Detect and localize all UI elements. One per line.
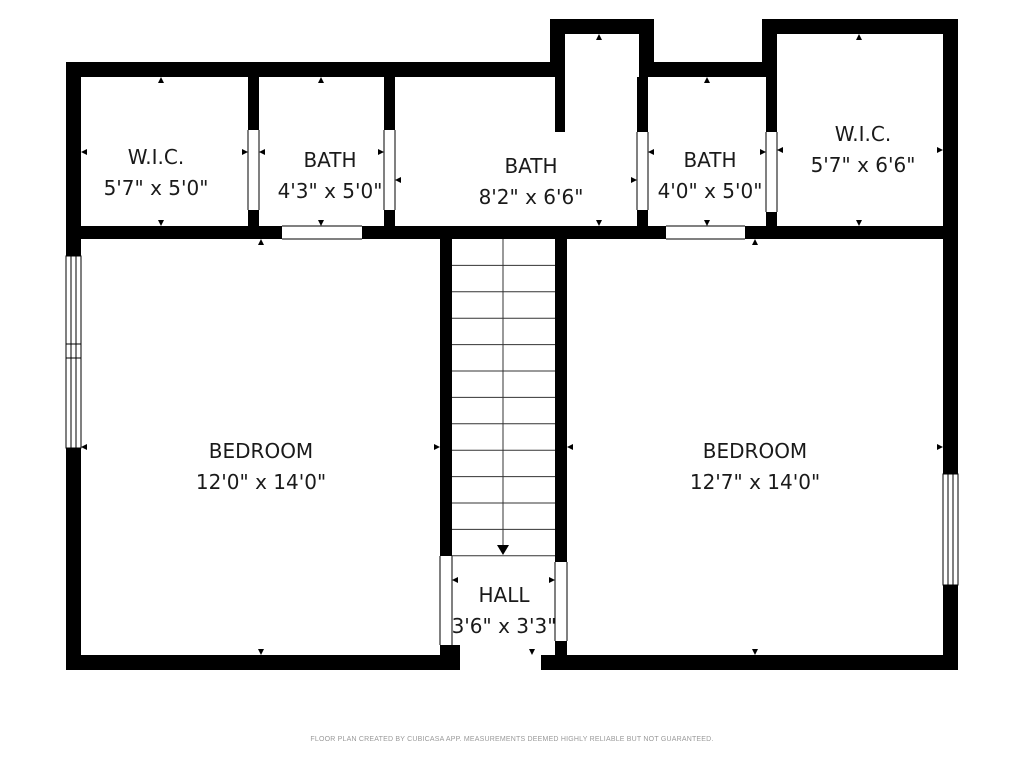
- dim-marker: [752, 649, 758, 655]
- dim-marker: [752, 239, 758, 245]
- dim-marker: [434, 444, 440, 450]
- dim-marker: [529, 649, 535, 655]
- wall-right-lower: [943, 585, 958, 670]
- room-name-bath-2: BATH: [504, 154, 557, 178]
- room-dims-hall: 3'6" x 3'3": [452, 614, 557, 638]
- wall-bottom-left: [66, 655, 460, 670]
- wall-stair-left-foot: [440, 645, 460, 670]
- window-right: [942, 473, 959, 586]
- dim-marker: [242, 149, 248, 155]
- dim-marker: [158, 220, 164, 226]
- wall-top-left: [66, 62, 560, 77]
- dim-marker: [777, 147, 783, 153]
- room-dims-bedroom-right: 12'7" x 14'0": [690, 470, 820, 494]
- room-name-bedroom-left: BEDROOM: [209, 439, 313, 463]
- wall-mid-3: [745, 226, 958, 239]
- dim-marker: [81, 444, 87, 450]
- wall-stair-right: [555, 239, 567, 562]
- wall-left-upper: [66, 62, 81, 256]
- wall-mid-1: [66, 226, 282, 239]
- dim-marker: [258, 649, 264, 655]
- room-dims-wic-right: 5'7" x 6'6": [811, 153, 916, 177]
- room-name-hall: HALL: [478, 583, 530, 607]
- dim-marker: [158, 77, 164, 83]
- wall-top-right: [762, 19, 958, 34]
- dim-marker: [937, 147, 943, 153]
- footer-disclaimer: FLOOR PLAN CREATED BY CUBICASA APP. MEAS…: [310, 736, 714, 743]
- dim-marker: [704, 220, 710, 226]
- room-dims-bedroom-left: 12'0" x 14'0": [196, 470, 326, 494]
- dim-marker: [81, 149, 87, 155]
- windows: [65, 255, 959, 586]
- room-dims-bath-2: 8'2" x 6'6": [479, 185, 584, 209]
- wall-p3a: [555, 77, 565, 132]
- dim-marker: [549, 577, 555, 583]
- staircase: [452, 239, 555, 557]
- wall-p1b: [248, 210, 259, 228]
- room-dims-bath-3: 4'0" x 5'0": [658, 179, 763, 203]
- window-left: [65, 255, 82, 449]
- wall-p1a: [248, 77, 259, 130]
- wall-p4b: [637, 210, 648, 228]
- wall-top-mid-right: [639, 62, 777, 77]
- wall-p4a: [637, 77, 648, 132]
- wall-right-upper: [943, 19, 958, 474]
- dim-marker: [856, 220, 862, 226]
- stair-direction-arrow: [497, 545, 509, 555]
- wall-p5a: [766, 77, 777, 132]
- dim-marker: [856, 34, 862, 40]
- room-dims-wic-left: 5'7" x 5'0": [104, 176, 209, 200]
- dimension-markers: [81, 34, 943, 655]
- dim-marker: [596, 34, 602, 40]
- room-name-wic-left: W.I.C.: [128, 145, 184, 169]
- dim-marker: [318, 220, 324, 226]
- wall-stair-right-foot: [555, 641, 567, 670]
- dim-marker: [259, 149, 265, 155]
- dim-marker: [704, 77, 710, 83]
- wall-p2a: [384, 77, 395, 130]
- dim-marker: [631, 177, 637, 183]
- room-dims-bath-1: 4'3" x 5'0": [278, 179, 383, 203]
- walls: [66, 19, 958, 670]
- wall-p2b: [384, 210, 395, 228]
- room-name-bath-1: BATH: [303, 148, 356, 172]
- dim-marker: [378, 149, 384, 155]
- room-name-bath-3: BATH: [683, 148, 736, 172]
- room-name-wic-right: W.I.C.: [835, 122, 891, 146]
- dim-marker: [596, 220, 602, 226]
- room-labels: W.I.C. 5'7" x 5'0" BATH 4'3" x 5'0" BATH…: [104, 122, 916, 638]
- wall-bump-right-left: [762, 19, 777, 77]
- dim-marker: [937, 444, 943, 450]
- wall-left-lower: [66, 448, 81, 670]
- dim-marker: [318, 77, 324, 83]
- wall-bottom-right: [541, 655, 958, 670]
- wall-bump-center-left: [550, 19, 565, 77]
- dim-marker: [648, 149, 654, 155]
- wall-mid-2: [362, 226, 666, 239]
- dim-marker: [567, 444, 573, 450]
- dim-marker: [395, 177, 401, 183]
- room-name-bedroom-right: BEDROOM: [703, 439, 807, 463]
- dim-marker: [760, 149, 766, 155]
- dim-marker: [452, 577, 458, 583]
- wall-stair-left: [440, 239, 452, 556]
- dim-marker: [258, 239, 264, 245]
- wall-top-bump-center: [550, 19, 654, 34]
- wall-p5b: [766, 212, 777, 228]
- door-openings: [247, 130, 778, 645]
